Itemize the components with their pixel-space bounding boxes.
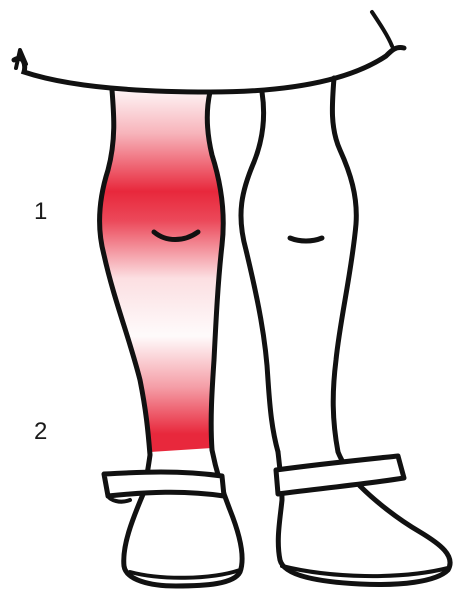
hem-line	[14, 47, 404, 92]
left-leg-highlight	[100, 90, 224, 452]
callout-label-1: 1	[34, 200, 47, 224]
callout-label-2: 2	[34, 420, 47, 444]
left-ankle-strap	[104, 472, 224, 496]
right-knee-crease	[290, 238, 322, 241]
right-leg-outer-outline	[332, 78, 356, 452]
right-leg-inner-outline	[241, 92, 278, 452]
hem-right-tick	[372, 12, 392, 46]
